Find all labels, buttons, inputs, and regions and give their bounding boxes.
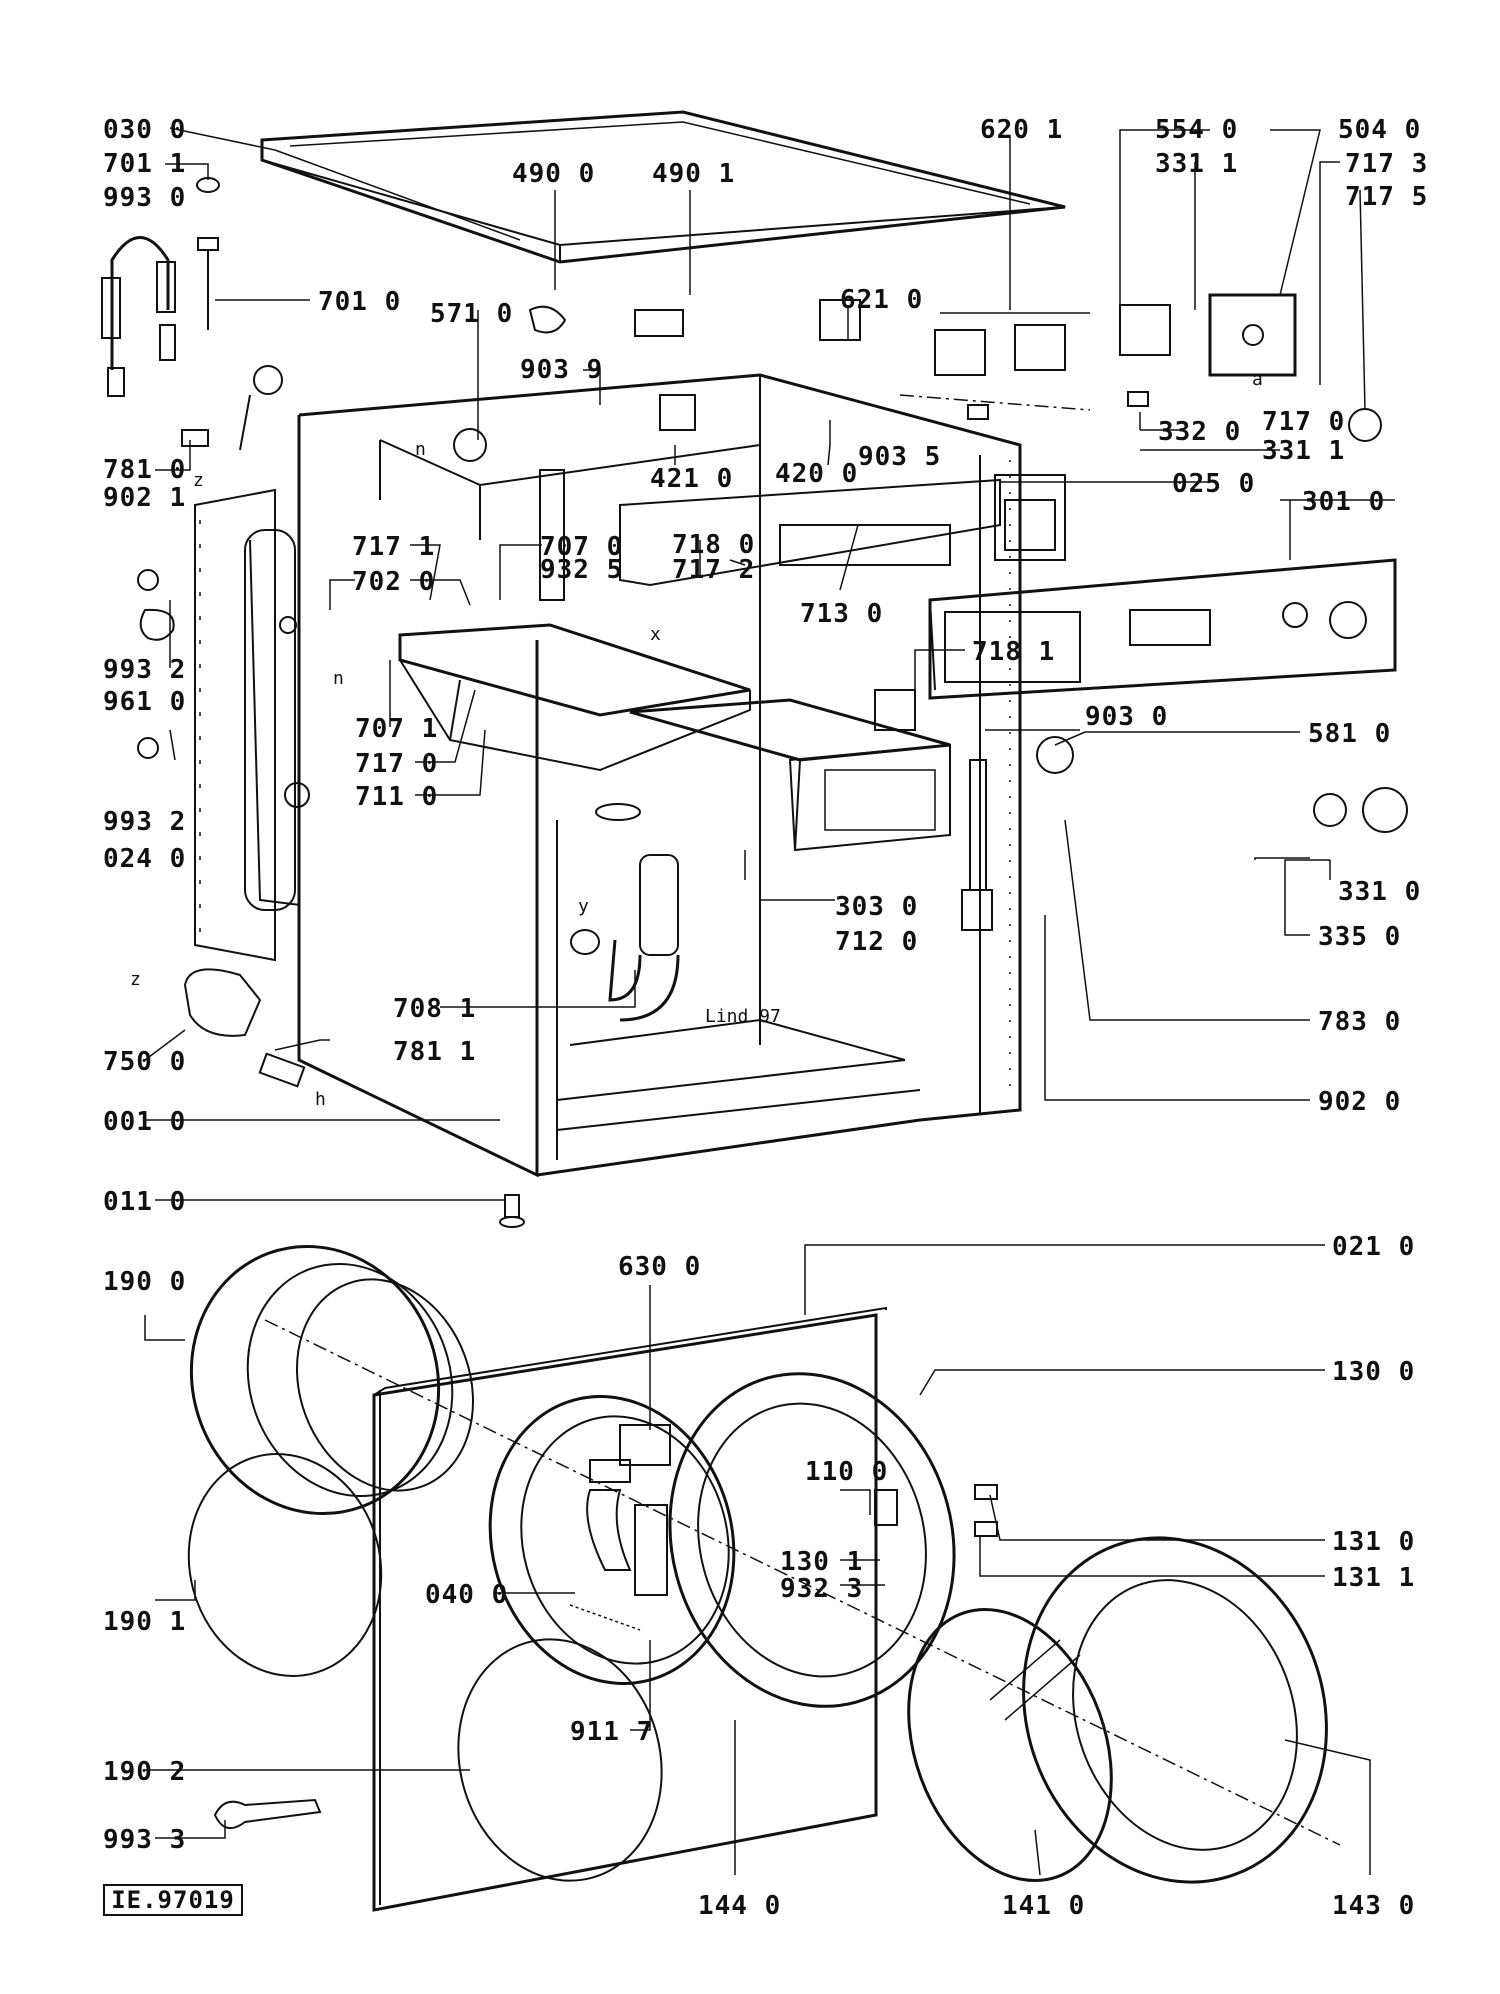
control-panel-drawing	[619, 474, 1397, 700]
label-702-0: 702 0	[352, 567, 435, 597]
label-932-5: 932 5	[540, 555, 623, 585]
label-902-0: 902 0	[1318, 1087, 1401, 1117]
label-490-0: 490 0	[512, 159, 595, 189]
label-021-0: 021 0	[1332, 1232, 1415, 1262]
label-331-1-b: 331 1	[1262, 436, 1345, 466]
label-707-0: 707 0	[540, 532, 623, 562]
label-144-0: 144 0	[698, 1891, 781, 1921]
label-717-5: 717 5	[1345, 182, 1428, 212]
label-332-0: 332 0	[1158, 417, 1241, 447]
label-903-5: 903 5	[858, 442, 941, 472]
label-712-0: 712 0	[835, 927, 918, 957]
label-993-2-b: 993 2	[103, 807, 186, 837]
label-190-2: 190 2	[103, 1757, 186, 1787]
dispenser-drawing	[398, 623, 951, 1022]
label-301-0: 301 0	[1302, 487, 1385, 517]
label-130-0: 130 0	[1332, 1357, 1415, 1387]
label-961-0: 961 0	[103, 687, 186, 717]
top-lid-drawing	[260, 110, 1066, 264]
label-783-0: 783 0	[1318, 1007, 1401, 1037]
label-190-1: 190 1	[103, 1607, 186, 1637]
svg-text:Lind 97: Lind 97	[705, 1006, 781, 1027]
label-932-3: 932 3	[780, 1574, 863, 1604]
front-assembly-drawing	[187, 1244, 1341, 1912]
marker-n-2: n	[333, 668, 344, 689]
label-717-0-b: 717 0	[355, 749, 438, 779]
side-panel-drawing	[194, 488, 310, 962]
label-331-0: 331 0	[1338, 877, 1421, 907]
label-571-0: 571 0	[430, 299, 513, 329]
label-701-1: 701 1	[103, 149, 186, 179]
label-630-0: 630 0	[618, 1252, 701, 1282]
reference-code-box: IE.97019	[103, 1884, 243, 1916]
label-190-0: 190 0	[103, 1267, 186, 1297]
label-718-0: 718 0	[672, 530, 755, 560]
label-717-1: 717 1	[352, 532, 435, 562]
cabinet-drawing: Lind 97	[297, 373, 1022, 1178]
marker-y: y	[578, 896, 589, 917]
label-717-3: 717 3	[1345, 149, 1428, 179]
label-504-0: 504 0	[1338, 115, 1421, 145]
label-993-3: 993 3	[103, 1825, 186, 1855]
marker-h: h	[315, 1089, 326, 1110]
marker-a: a	[1252, 369, 1263, 390]
label-581-0: 581 0	[1308, 719, 1391, 749]
label-717-2: 717 2	[672, 555, 755, 585]
label-708-1: 708 1	[393, 994, 476, 1024]
part-labels: 030 0 701 1 993 0 701 0 781 0 902 1 490 …	[103, 115, 1428, 1921]
marker-x: x	[650, 624, 661, 645]
label-040-0: 040 0	[425, 1580, 508, 1610]
label-130-1: 130 1	[780, 1547, 863, 1577]
label-331-1-a: 331 1	[1155, 149, 1238, 179]
label-707-1: 707 1	[355, 714, 438, 744]
label-911-7: 911 7	[570, 1717, 653, 1747]
marker-n-1: n	[415, 439, 426, 460]
label-621-0: 621 0	[840, 285, 923, 315]
label-781-0: 781 0	[103, 455, 186, 485]
label-701-0: 701 0	[318, 287, 401, 317]
label-141-0: 141 0	[1002, 1891, 1085, 1921]
assembly-markers: n n z z h x y a	[130, 369, 1263, 1110]
label-903-0: 903 0	[1085, 702, 1168, 732]
label-711-0: 711 0	[355, 782, 438, 812]
label-554-0: 554 0	[1155, 115, 1238, 145]
electrical-components-drawing	[453, 293, 1408, 931]
label-421-0: 421 0	[650, 464, 733, 494]
label-620-1: 620 1	[980, 115, 1063, 145]
label-490-1: 490 1	[652, 159, 735, 189]
label-025-0: 025 0	[1172, 469, 1255, 499]
marker-z-2: z	[130, 969, 141, 990]
label-131-0: 131 0	[1332, 1527, 1415, 1557]
marker-z-1: z	[193, 470, 204, 491]
label-024-0: 024 0	[103, 844, 186, 874]
label-903-9: 903 9	[520, 355, 603, 385]
label-993-0: 993 0	[103, 183, 186, 213]
label-902-1: 902 1	[103, 483, 186, 513]
label-303-0: 303 0	[835, 892, 918, 922]
label-335-0: 335 0	[1318, 922, 1401, 952]
leader-lines	[144, 127, 1395, 1876]
label-001-0: 001 0	[103, 1107, 186, 1137]
label-030-0: 030 0	[103, 115, 186, 145]
label-420-0: 420 0	[775, 459, 858, 489]
label-713-0: 713 0	[800, 599, 883, 629]
label-110-0: 110 0	[805, 1457, 888, 1487]
label-993-2-a: 993 2	[103, 655, 186, 685]
label-143-0: 143 0	[1332, 1891, 1415, 1921]
label-717-0-a: 717 0	[1262, 407, 1345, 437]
label-718-1: 718 1	[972, 637, 1055, 667]
label-781-1: 781 1	[393, 1037, 476, 1067]
label-131-1: 131 1	[1332, 1563, 1415, 1593]
label-750-0: 750 0	[103, 1047, 186, 1077]
left-small-parts-drawing	[101, 177, 525, 1830]
label-011-0: 011 0	[103, 1187, 186, 1217]
